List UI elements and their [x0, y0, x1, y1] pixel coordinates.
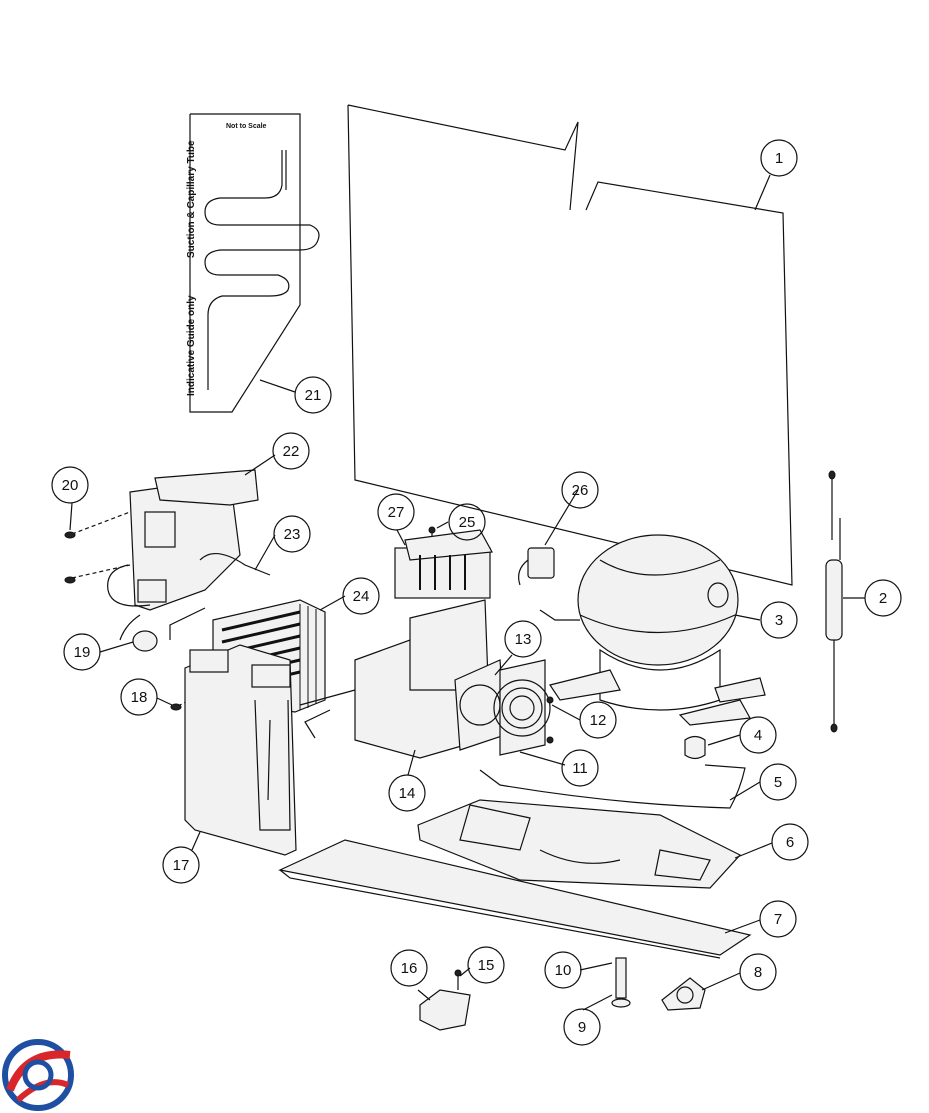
- callout-8: 8: [739, 953, 777, 991]
- callout-25: 25: [448, 503, 486, 541]
- callout-13: 13: [504, 620, 542, 658]
- part-front-cover: [184, 644, 297, 856]
- callout-5: 5: [759, 763, 797, 801]
- callout-26: 26: [561, 471, 599, 509]
- callout-number: 4: [754, 727, 762, 744]
- brand-logo: [2, 1039, 74, 1111]
- callout-number: 26: [572, 482, 589, 499]
- callout-23: 23: [273, 515, 311, 553]
- callout-number: 18: [131, 689, 148, 706]
- part-base-tray: [417, 799, 741, 889]
- callout-number: 8: [754, 964, 762, 981]
- callout-number: 2: [879, 590, 887, 607]
- callout-number: 3: [775, 612, 783, 629]
- callout-11: 11: [561, 749, 599, 787]
- callout-22: 22: [272, 432, 310, 470]
- part-hinge-block: [419, 969, 471, 1031]
- callout-18: 18: [120, 678, 158, 716]
- part-base-plate: [278, 839, 752, 959]
- part-castor: [661, 977, 706, 1011]
- callout-number: 11: [572, 760, 588, 777]
- callout-2: 2: [864, 579, 902, 617]
- callout-number: 10: [555, 962, 572, 979]
- callout-6: 6: [771, 823, 809, 861]
- guide-label-bottom: Indicative Guide only: [186, 295, 197, 396]
- callout-number: 21: [305, 387, 322, 404]
- callout-number: 19: [74, 644, 91, 661]
- guide-scale-note: Not to Scale: [226, 123, 267, 130]
- part-starter-relay: [518, 547, 555, 586]
- callout-16: 16: [390, 949, 428, 987]
- callout-number: 25: [459, 514, 476, 531]
- callout-19: 19: [63, 633, 101, 671]
- callout-21: 21: [294, 376, 332, 414]
- callout-number: 23: [284, 526, 301, 543]
- part-grommet-drain: [479, 735, 746, 809]
- callout-number: 5: [774, 774, 782, 791]
- callout-4: 4: [739, 716, 777, 754]
- callout-3: 3: [760, 601, 798, 639]
- callout-20: 20: [51, 466, 89, 504]
- part-thermostat-probe: [825, 470, 843, 733]
- callout-17: 17: [162, 846, 200, 884]
- callout-7: 7: [759, 900, 797, 938]
- callout-number: 27: [388, 504, 405, 521]
- callout-24: 24: [342, 577, 380, 615]
- part-fans: [454, 659, 554, 756]
- callout-number: 6: [786, 834, 794, 851]
- part-compressor: [539, 534, 766, 726]
- callout-number: 15: [478, 957, 495, 974]
- callout-1: 1: [760, 139, 798, 177]
- callout-number: 17: [173, 857, 190, 874]
- callout-number: 1: [775, 150, 783, 167]
- callout-number: 22: [283, 443, 300, 460]
- callout-number: 9: [578, 1019, 586, 1036]
- callout-number: 16: [401, 960, 418, 977]
- callout-14: 14: [388, 774, 426, 812]
- callout-10: 10: [544, 951, 582, 989]
- part-back-panel: [347, 104, 793, 586]
- callout-number: 13: [515, 631, 532, 648]
- guide-label-top: Suction & Capillary Tube: [186, 140, 197, 258]
- callout-9: 9: [563, 1008, 601, 1046]
- part-control-box: [107, 469, 271, 652]
- callout-number: 7: [774, 911, 782, 928]
- callout-number: 12: [590, 712, 607, 729]
- part-leveling-foot: [611, 957, 631, 1008]
- callout-12: 12: [579, 701, 617, 739]
- part-capillary-tube-guide: Not to Scale Suction & Capillary Tube In…: [186, 113, 320, 413]
- callout-number: 14: [399, 785, 416, 802]
- callout-27: 27: [377, 493, 415, 531]
- callout-number: 20: [62, 477, 79, 494]
- part-fan-bracket: [354, 529, 493, 759]
- leader-lines: [69, 174, 865, 1011]
- callout-number: 24: [353, 588, 370, 605]
- callout-15: 15: [467, 946, 505, 984]
